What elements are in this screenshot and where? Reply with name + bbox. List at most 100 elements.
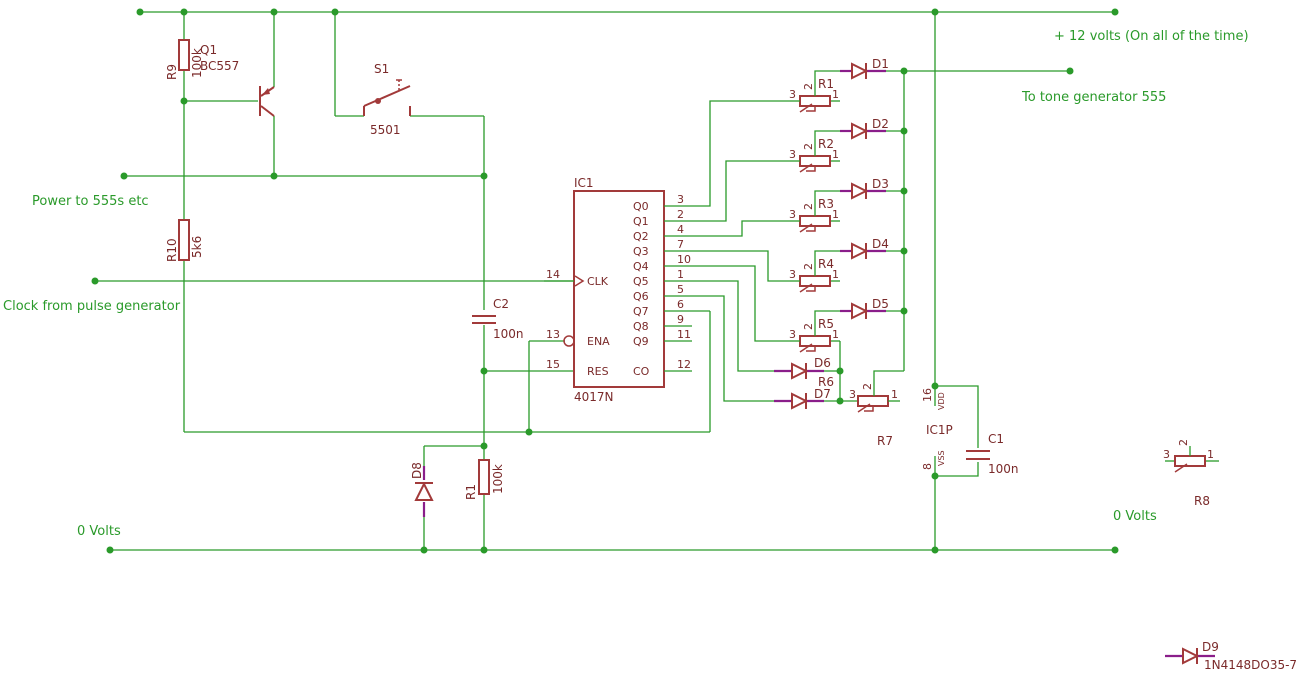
r10-name: R10 — [165, 238, 179, 262]
r2-pin-1: 1 — [832, 148, 839, 161]
r1-name: R1 — [464, 484, 478, 500]
ic1p-vss-label: VSS — [937, 450, 946, 466]
r5-pin-3: 3 — [789, 328, 796, 341]
switch-s1: S1 5501 — [363, 62, 411, 137]
ic1-q4-label: Q4 — [633, 260, 649, 273]
r1-pin-2: 2 — [802, 83, 815, 90]
ic1-clk-label: CLK — [587, 275, 609, 288]
r5-pin-1: 1 — [832, 328, 839, 341]
r4-pin-1: 1 — [832, 268, 839, 281]
ic1-pin-q3-num: 7 — [677, 238, 684, 251]
ic1-pin-13: 13 — [546, 328, 560, 341]
r2-pin-3: 3 — [789, 148, 796, 161]
r3-pin-3: 3 — [789, 208, 796, 221]
pot-r3-name: R3 — [818, 197, 834, 211]
ic1-pin-q4-num: 10 — [677, 253, 691, 266]
ic1-q7-label: Q7 — [633, 305, 649, 318]
c1-value: 100n — [988, 462, 1019, 476]
ic1-q9-label: Q9 — [633, 335, 649, 348]
ic1p-name: IC1P — [926, 423, 953, 437]
diode-d1: D1 — [840, 57, 889, 80]
q1-name: Q1 — [200, 43, 217, 57]
pot-r1: 3 2 1 R1 — [789, 77, 839, 113]
junction-dots — [91, 8, 1119, 554]
wires — [95, 11, 1115, 551]
q1-part: BC557 — [200, 59, 239, 73]
diode-d9: D9 1N4148DO35-7 — [1165, 640, 1297, 672]
ic1p-power: 16 VDD IC1P 8 VSS — [921, 386, 953, 476]
ic1-q6-label: Q6 — [633, 290, 649, 303]
r8-pin-3: 3 — [1163, 448, 1170, 461]
ic1-pin-q0-num: 3 — [677, 193, 684, 206]
ic1-pin-14: 14 — [546, 268, 560, 281]
d6-name: D6 — [814, 356, 831, 370]
d1-name: D1 — [872, 57, 889, 71]
resistor-r1-bottom: R1 100k — [464, 459, 505, 500]
ic1-pin-co-num: 12 — [677, 358, 691, 371]
pot-r4: 3 2 1 R4 — [789, 257, 839, 293]
d2-name: D2 — [872, 117, 889, 131]
ic1p-vss-pin: 8 — [921, 463, 934, 470]
pot-r2-name: R2 — [818, 137, 834, 151]
ic1-q1-label: Q1 — [633, 215, 649, 228]
r7-pin-1: 1 — [891, 388, 898, 401]
ic1-pin-q8-num: 9 — [677, 313, 684, 326]
r1-pin-1: 1 — [832, 88, 839, 101]
r3-pin-2: 2 — [802, 203, 815, 210]
ic1-pin-q7-num: 6 — [677, 298, 684, 311]
d8-name: D8 — [410, 462, 424, 479]
diode-d3: D3 — [840, 177, 889, 200]
r5-pin-2: 2 — [802, 323, 815, 330]
capacitor-c1: C1 100n — [966, 432, 1019, 476]
r3-pin-1: 1 — [832, 208, 839, 221]
ic1-pin-q5-num: 1 — [677, 268, 684, 281]
c2-value: 100n — [493, 327, 524, 341]
diode-d2: D2 — [840, 117, 889, 140]
c1-name: C1 — [988, 432, 1004, 446]
pot-r8: 3 2 1 R8 — [1163, 439, 1219, 508]
pot-r7: 3 2 1 R7 — [849, 383, 900, 448]
ic1-part: 4017N — [574, 390, 614, 404]
resistor-r10: R10 5k6 — [165, 219, 204, 262]
s1-part: 5501 — [370, 123, 401, 137]
ground-right-label: 0 Volts — [1113, 509, 1157, 524]
s1-name: S1 — [374, 62, 389, 76]
r8-pin-2: 2 — [1177, 439, 1190, 446]
pot-r4-name: R4 — [818, 257, 834, 271]
r9-name: R9 — [165, 64, 179, 80]
pot-r1-name: R1 — [818, 77, 834, 91]
ic1-co-label: CO — [633, 365, 650, 378]
d4-name: D4 — [872, 237, 889, 251]
ic1-q2-label: Q2 — [633, 230, 649, 243]
r7-pin-3: 3 — [849, 388, 856, 401]
r1-value: 100k — [491, 464, 505, 494]
diode-d5: D5 — [840, 297, 889, 320]
ic1-pin-q1-num: 2 — [677, 208, 684, 221]
c2-name: C2 — [493, 297, 509, 311]
ic1p-vdd-pin: 16 — [921, 388, 934, 402]
ic1-q3-label: Q3 — [633, 245, 649, 258]
transistor-q1: Q1 BC557 — [200, 43, 275, 117]
pot-r7-name: R7 — [877, 434, 893, 448]
supply-label: + 12 volts (On all of the time) — [1054, 29, 1249, 44]
r9-value: 100k — [190, 48, 204, 78]
d9-name: D9 — [1202, 640, 1219, 654]
diode-d4: D4 — [840, 237, 889, 260]
resistor-r9: R9 100k — [165, 39, 204, 80]
clock-label: Clock from pulse generator — [3, 299, 181, 314]
tone-generator-label: To tone generator 555 — [1021, 90, 1166, 105]
ic1p-vdd-label: VDD — [937, 392, 946, 410]
ic1-q5-label: Q5 — [633, 275, 649, 288]
power-555-label: Power to 555s etc — [32, 194, 149, 209]
r8-name: R8 — [1194, 494, 1210, 508]
ground-left-label: 0 Volts — [77, 524, 121, 539]
ic1-q8-label: Q8 — [633, 320, 649, 333]
r10-value: 5k6 — [190, 236, 204, 258]
r1-pin-3: 3 — [789, 88, 796, 101]
ic1-q0-label: Q0 — [633, 200, 649, 213]
pot-r5: 3 2 1 R5 — [789, 317, 839, 353]
ic1-pin-15: 15 — [546, 358, 560, 371]
pot-r6-name: R6 — [818, 375, 834, 389]
